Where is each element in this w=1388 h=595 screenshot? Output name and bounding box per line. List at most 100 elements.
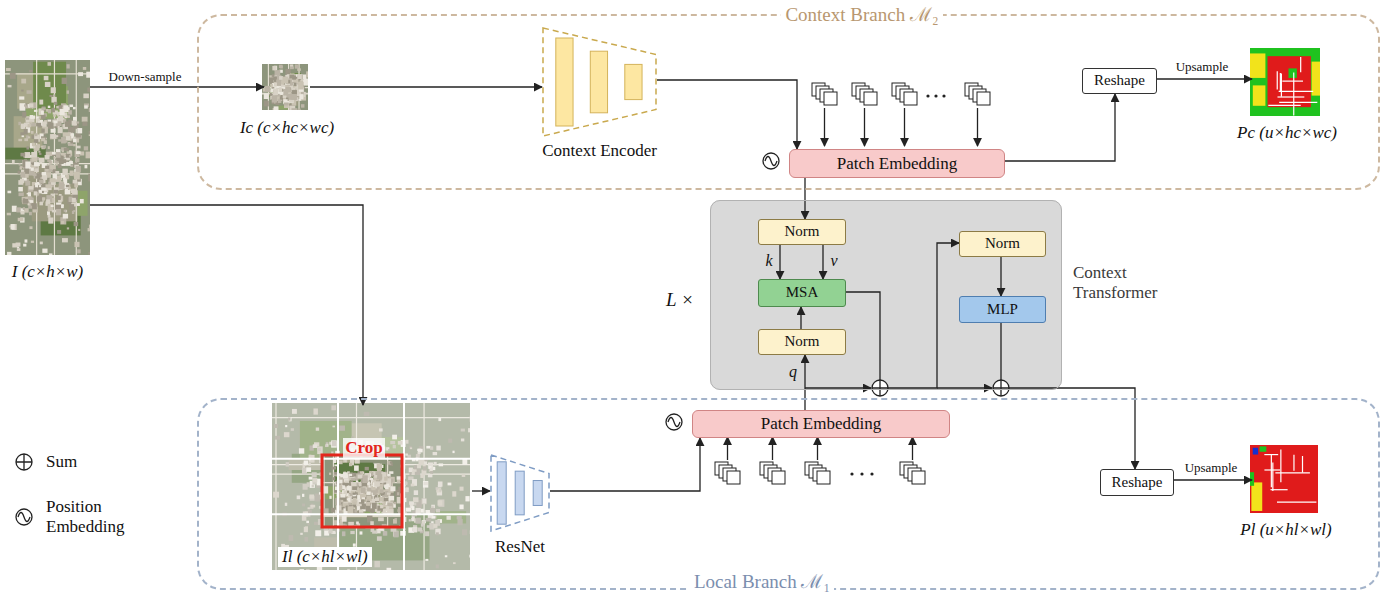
building — [78, 72, 83, 76]
feature-map — [912, 471, 925, 484]
feature-map-stack — [965, 83, 990, 105]
connector — [1001, 323, 1135, 469]
building — [25, 161, 30, 168]
boundary-line — [1279, 91, 1314, 92]
building — [48, 215, 51, 218]
building — [75, 158, 79, 162]
building — [89, 108, 90, 112]
building — [67, 90, 69, 93]
building — [34, 139, 38, 143]
building — [20, 153, 25, 157]
box-label: Norm — [985, 235, 1020, 252]
encoder-shape — [542, 27, 657, 137]
feature-map-stack — [900, 462, 925, 484]
building — [68, 187, 70, 189]
building — [8, 85, 12, 87]
feature-map-stack — [892, 83, 917, 105]
building — [44, 76, 49, 80]
building — [10, 73, 16, 79]
building — [27, 90, 32, 94]
building — [350, 473, 354, 477]
building — [66, 136, 71, 141]
building — [367, 491, 371, 496]
building — [56, 209, 61, 215]
arrow-line — [977, 108, 978, 146]
building — [64, 179, 68, 184]
norm-box: Norm — [959, 231, 1046, 257]
building — [51, 87, 56, 93]
building — [384, 483, 387, 485]
text-slot: Norm — [759, 330, 845, 354]
building — [361, 487, 366, 493]
building — [297, 74, 302, 79]
connector — [472, 490, 490, 491]
building — [10, 224, 14, 230]
building — [40, 242, 43, 245]
building — [334, 490, 337, 493]
building — [19, 164, 21, 166]
building — [62, 78, 67, 84]
building — [21, 79, 26, 84]
position-embedding-symbol — [666, 414, 682, 430]
text-slot: Pc (u×hc×wc) — [1187, 123, 1387, 143]
building — [41, 115, 46, 119]
building — [46, 199, 50, 204]
building — [351, 482, 356, 489]
building — [394, 518, 397, 520]
building — [36, 117, 39, 119]
building — [89, 134, 90, 136]
building — [31, 152, 37, 157]
building — [365, 467, 369, 470]
building — [62, 169, 67, 175]
field — [5, 148, 45, 160]
building — [294, 82, 297, 86]
context-prediction: Pc (u×hc×wc) — [1252, 50, 1322, 118]
class-region — [1251, 482, 1262, 511]
connector — [550, 438, 700, 491]
connector — [657, 80, 797, 149]
sum-symbol — [993, 380, 1009, 396]
boundary-line — [1280, 450, 1281, 483]
sum-symbol — [872, 380, 888, 396]
building — [358, 499, 361, 502]
building — [31, 241, 34, 243]
building — [295, 64, 299, 68]
building — [31, 131, 34, 134]
building — [18, 218, 24, 221]
segmentation-map — [1250, 445, 1318, 513]
building — [377, 506, 382, 511]
building — [19, 193, 24, 197]
building — [39, 173, 42, 177]
connector — [90, 205, 363, 405]
building — [52, 152, 56, 155]
connector — [1174, 479, 1252, 480]
connector — [800, 307, 801, 329]
building — [28, 196, 33, 199]
building — [7, 191, 11, 194]
ellipsis-dot — [934, 94, 937, 97]
building — [390, 486, 395, 491]
building — [69, 204, 74, 210]
connector — [90, 86, 264, 87]
connector — [822, 245, 823, 279]
building — [354, 509, 357, 512]
building — [52, 210, 56, 213]
building — [29, 226, 32, 229]
building — [49, 253, 52, 255]
building — [359, 500, 364, 504]
building — [280, 65, 283, 68]
building — [58, 139, 61, 141]
class-region — [1260, 446, 1267, 451]
building — [20, 103, 26, 110]
building — [76, 166, 81, 173]
building — [62, 150, 64, 152]
building — [85, 165, 88, 168]
position-embedding-symbol — [763, 153, 779, 169]
building — [353, 473, 356, 477]
building — [51, 134, 56, 138]
arrow-line — [817, 437, 818, 460]
building — [54, 102, 57, 105]
building — [66, 136, 70, 140]
ellipsis-dot — [850, 472, 853, 475]
